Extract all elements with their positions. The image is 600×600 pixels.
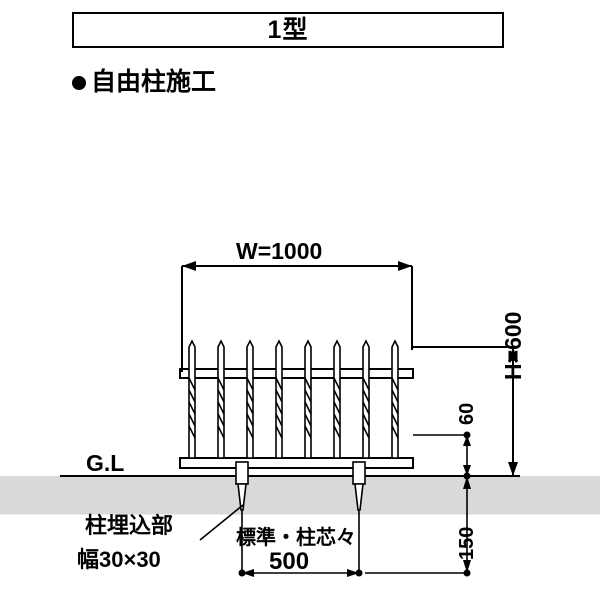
fence-top-rail	[179, 368, 414, 379]
d150-arrow-top	[463, 476, 471, 489]
d150-node-bottom	[463, 569, 471, 577]
d150-arrow-bottom	[463, 560, 471, 573]
post-left-taper	[237, 483, 247, 511]
picket	[188, 339, 196, 459]
post-embed-leader	[199, 504, 244, 541]
width-dimension-label: W=1000	[236, 238, 323, 264]
d60-node-top	[463, 431, 471, 439]
ground-band-lower	[0, 476, 600, 514]
standard-pitch-value: 500	[269, 548, 310, 575]
subtitle-text: 自由柱施工	[91, 68, 217, 96]
pitch-dimension-group	[241, 510, 360, 574]
fence-bottom-rail	[179, 457, 414, 469]
page-title: 1型	[267, 15, 309, 44]
pitch-arrow-left	[242, 569, 254, 577]
post-embed-label-line2: 幅30×30	[77, 547, 161, 572]
post-right	[352, 461, 366, 485]
picket	[362, 339, 370, 459]
buried-posts	[235, 461, 366, 511]
ground-line-label: G.L	[86, 450, 125, 476]
picket	[304, 339, 312, 459]
d60-arrow-bottom	[463, 465, 471, 476]
post-embed-label-line1: 柱埋込部	[85, 513, 174, 538]
picket	[217, 339, 225, 459]
offset60-dimension-group	[413, 434, 470, 476]
post-right-taper	[354, 483, 364, 511]
d60-arrow-top	[463, 435, 471, 446]
subtitle-row: 自由柱施工	[72, 70, 216, 95]
pitch-arrow-right	[347, 569, 359, 577]
picket	[391, 339, 399, 459]
post-left	[235, 461, 249, 485]
embed150-label: 150	[456, 526, 478, 560]
pitch-node-left	[238, 569, 246, 577]
picket	[275, 339, 283, 459]
picket	[246, 339, 254, 459]
height-dimension-label: H=600	[500, 311, 526, 380]
w-arrow-left	[182, 261, 196, 271]
filled-circle-icon	[72, 75, 86, 90]
w-arrow-right	[398, 261, 412, 271]
picket	[333, 339, 341, 459]
pitch-node-right	[355, 569, 363, 577]
embed150-dimension-group	[365, 476, 470, 574]
offset60-label: 60	[456, 402, 478, 425]
h-arrow-top	[508, 347, 518, 361]
h-arrow-bottom	[508, 462, 518, 476]
title-box: 1型	[72, 12, 504, 48]
standard-pitch-label: 標準・柱芯々	[236, 527, 356, 549]
width-dimension-group	[181, 265, 413, 372]
fence-pickets	[188, 339, 399, 459]
